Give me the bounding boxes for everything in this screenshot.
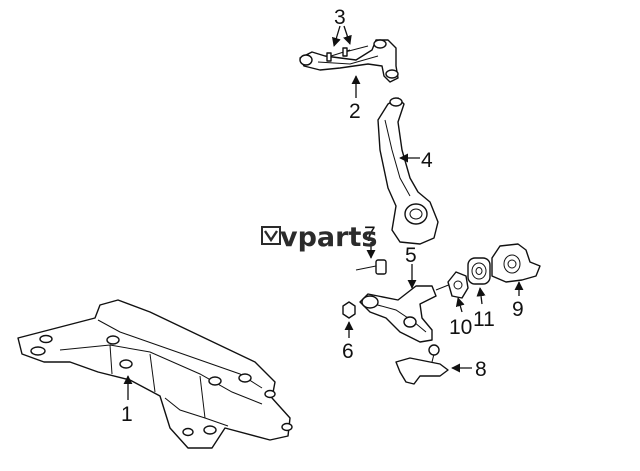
callout-10: 10: [449, 316, 472, 339]
leader-lines: [123, 25, 524, 400]
lower-control-arm-part-5: [359, 281, 457, 343]
bolts-part-3: [326, 45, 369, 62]
leader-10: [455, 297, 465, 313]
callout-4: 4: [421, 149, 433, 172]
callout-1: 1: [121, 403, 133, 426]
crossmember-part-1: [17, 299, 293, 449]
bracket-part-9: [491, 243, 541, 283]
upper-control-arm-part-2: [299, 39, 399, 83]
steering-knuckle-part-4: [377, 97, 439, 245]
leader-11: [476, 287, 486, 305]
watermark-logo-icon: [261, 226, 281, 245]
callout-3: 3: [334, 6, 346, 29]
nut-part-6: [342, 301, 356, 319]
callout-2: 2: [349, 100, 361, 123]
long-bolt-part-7: [355, 259, 387, 275]
watermark-text: vparts: [280, 222, 377, 253]
callout-11: 11: [473, 308, 495, 331]
callout-8: 8: [475, 358, 487, 381]
leader-3a: [331, 25, 341, 47]
ball-joint-part-8: [395, 344, 449, 385]
callout-7: 7: [364, 223, 376, 246]
bushing-part-11: [467, 257, 491, 285]
watermark: vparts: [261, 222, 377, 253]
callout-labels: 1 2 3 4 5 6 7 8 9 10 11: [121, 6, 524, 426]
leader-3b: [343, 25, 352, 45]
callout-9: 9: [512, 298, 524, 321]
callout-5: 5: [405, 244, 417, 267]
callout-6: 6: [342, 340, 354, 363]
bushing-part-10: [447, 271, 469, 299]
